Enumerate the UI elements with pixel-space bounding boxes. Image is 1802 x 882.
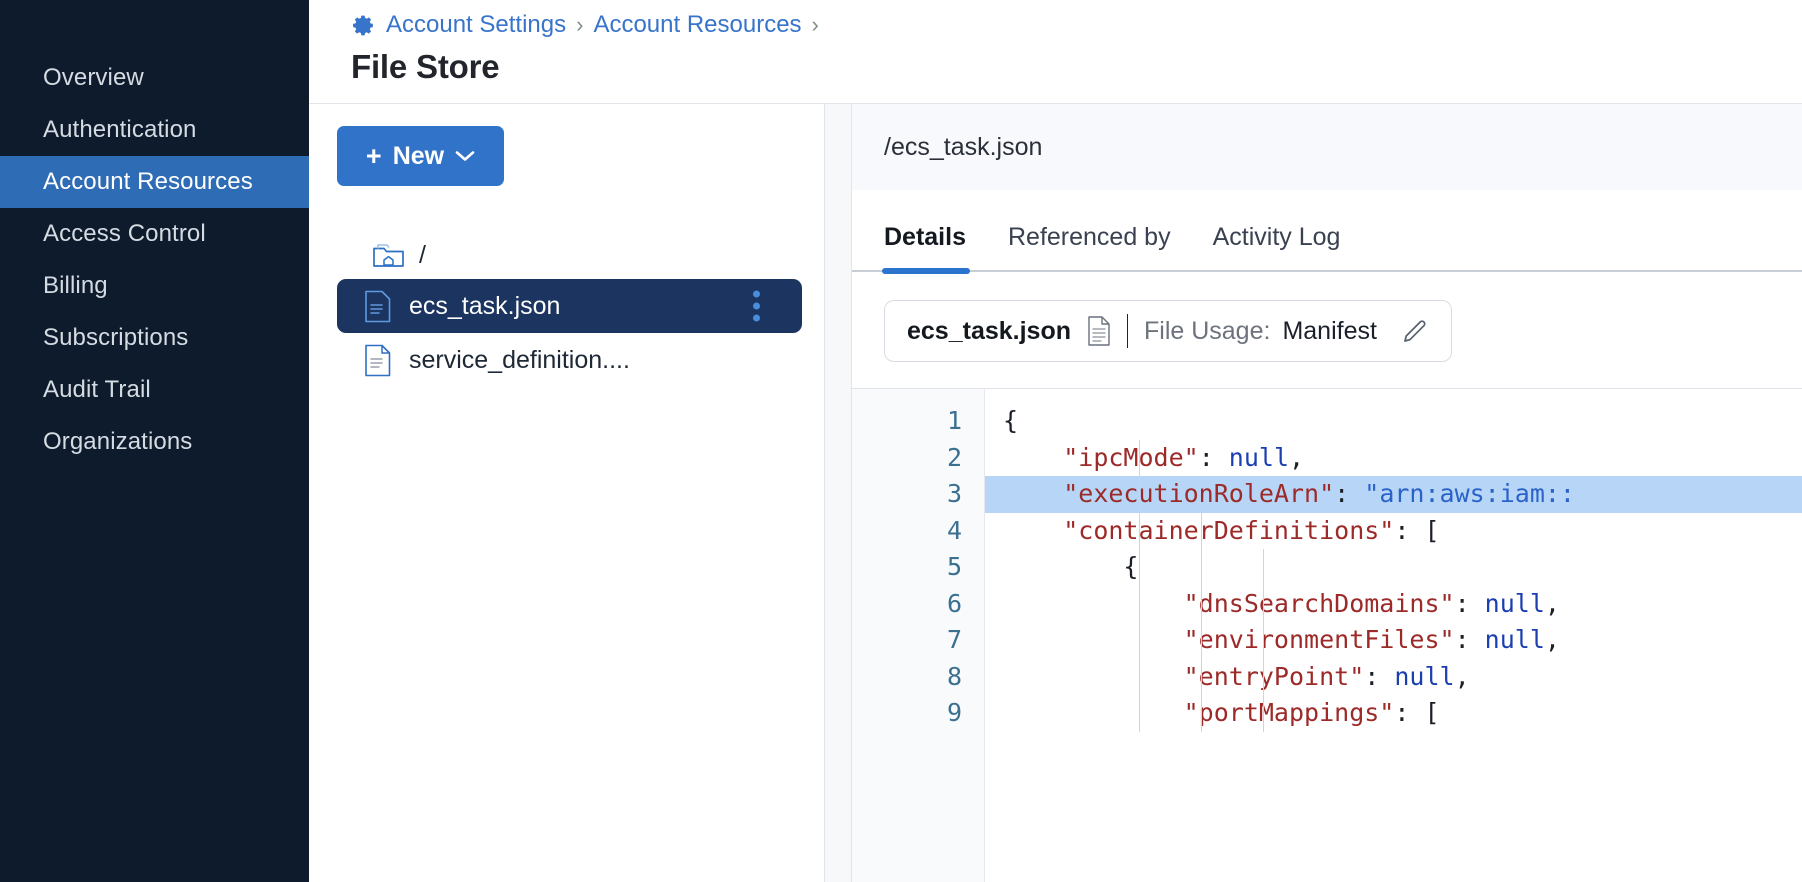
sidebar-item-label: Authentication xyxy=(43,116,197,143)
file-tree: / ecs_task.json service_definition.... xyxy=(337,231,824,387)
file-detail-pane: /ecs_task.json Details Referenced by Activ… xyxy=(852,104,1802,882)
file-usage-section: ecs_task.json File Usage: Manifest xyxy=(852,272,1802,362)
tree-file-row[interactable]: ecs_task.json xyxy=(337,279,802,333)
code-line-number: 1 xyxy=(946,406,962,435)
code-line-number: 2 xyxy=(946,442,962,472)
main-area: Account Settings › Account Resources › F… xyxy=(309,0,1802,882)
page-header: Account Settings › Account Resources › F… xyxy=(309,0,1802,104)
breadcrumb-separator-trailing: › xyxy=(811,12,819,37)
tree-folder-row[interactable]: / xyxy=(337,231,824,279)
sidebar-item-organizations[interactable]: Organizations xyxy=(0,416,309,468)
tab-details[interactable]: Details xyxy=(882,223,970,274)
indent-guide xyxy=(1201,512,1202,732)
code-viewer[interactable]: 1 2 3 4 5 6 7 8 9 { "ipcMode": null, "executionR… xyxy=(852,388,1802,882)
sidebar-item-label: Billing xyxy=(43,272,108,299)
pane-gutter[interactable] xyxy=(825,104,852,882)
indent-guide xyxy=(1263,549,1264,732)
plus-icon: + xyxy=(365,140,382,171)
code-content[interactable]: { "ipcMode": null, "executionRoleArn": "… xyxy=(985,389,1802,882)
code-line-number: 7 xyxy=(946,625,962,654)
file-icon xyxy=(364,344,391,377)
code-line-number: 4 xyxy=(946,515,962,545)
indent-guide xyxy=(1139,439,1140,732)
code-line[interactable]: "environmentFiles": null, xyxy=(1183,625,1560,654)
usage-file-name: ecs_task.json xyxy=(907,316,1071,345)
file-usage-chip: ecs_task.json File Usage: Manifest xyxy=(884,300,1452,362)
file-path-bar: /ecs_task.json xyxy=(852,104,1802,190)
kebab-menu-icon[interactable] xyxy=(749,287,764,326)
tab-referenced-by[interactable]: Referenced by xyxy=(1007,223,1171,251)
page-title: File Store xyxy=(351,48,500,85)
code-line[interactable]: "ipcMode": null, xyxy=(1063,442,1305,472)
sidebar-item-label: Access Control xyxy=(43,220,206,247)
gear-icon xyxy=(351,13,376,38)
document-icon xyxy=(1087,316,1111,346)
usage-label: File Usage: xyxy=(1144,316,1271,345)
folder-icon xyxy=(372,241,405,269)
breadcrumb-item-account-settings[interactable]: Account Settings xyxy=(386,11,567,38)
sidebar-item-label: Subscriptions xyxy=(43,324,189,351)
code-line-numbers: 1 2 3 4 5 6 7 8 9 xyxy=(852,389,985,882)
sidebar-item-subscriptions[interactable]: Subscriptions xyxy=(0,312,309,364)
sidebar-item-label: Overview xyxy=(43,64,144,91)
tree-file-row[interactable]: service_definition.... xyxy=(337,333,824,387)
usage-divider xyxy=(1127,314,1128,348)
pencil-icon[interactable] xyxy=(1393,317,1429,345)
code-line[interactable]: { xyxy=(1123,552,1139,581)
tree-item-label: / xyxy=(419,240,426,269)
sidebar-item-account-resources[interactable]: Account Resources xyxy=(0,156,309,208)
code-line-number: 5 xyxy=(946,552,962,581)
sidebar-item-label: Audit Trail xyxy=(43,376,151,403)
sidebar-item-label: Organizations xyxy=(43,428,193,455)
file-icon xyxy=(364,290,391,323)
code-line-number: 3 xyxy=(946,479,962,508)
breadcrumb: Account Settings › Account Resources › xyxy=(351,0,1802,44)
code-line-number: 6 xyxy=(946,588,962,618)
usage-value: Manifest xyxy=(1282,316,1377,345)
breadcrumb-separator: › xyxy=(576,12,584,37)
code-line[interactable]: "executionRoleArn": "arn:aws:iam:: xyxy=(985,476,1802,513)
new-button[interactable]: + New xyxy=(337,126,504,186)
tree-item-label: service_definition.... xyxy=(409,345,630,374)
code-line-number: 8 xyxy=(946,661,962,691)
chevron-down-icon xyxy=(455,150,475,162)
sidebar-item-label: Account Resources xyxy=(43,168,253,195)
code-line-number: 9 xyxy=(946,698,962,727)
sidebar-item-authentication[interactable]: Authentication xyxy=(0,104,309,156)
code-line[interactable]: "dnsSearchDomains": null, xyxy=(1183,588,1560,618)
code-line[interactable]: { xyxy=(1003,406,1019,435)
sidebar-item-billing[interactable]: Billing xyxy=(0,260,309,312)
new-button-label: New xyxy=(392,141,445,170)
sidebar-item-access-control[interactable]: Access Control xyxy=(0,208,309,260)
file-path: /ecs_task.json xyxy=(884,132,1043,161)
breadcrumb-item-account-resources[interactable]: Account Resources xyxy=(593,11,802,38)
file-browser-pane: + New / ecs_task.json service_definition..… xyxy=(309,104,825,882)
tab-activity-log[interactable]: Activity Log xyxy=(1212,223,1341,251)
detail-tabs: Details Referenced by Activity Log xyxy=(852,190,1802,274)
sidebar-item-audit-trail[interactable]: Audit Trail xyxy=(0,364,309,416)
code-line[interactable]: "containerDefinitions": [ xyxy=(1063,515,1440,545)
sidebar-item-overview[interactable]: Overview xyxy=(0,52,309,104)
code-line[interactable]: "entryPoint": null, xyxy=(1183,661,1470,691)
tree-item-label: ecs_task.json xyxy=(409,291,561,320)
code-line[interactable]: "portMappings": [ xyxy=(1183,698,1440,727)
